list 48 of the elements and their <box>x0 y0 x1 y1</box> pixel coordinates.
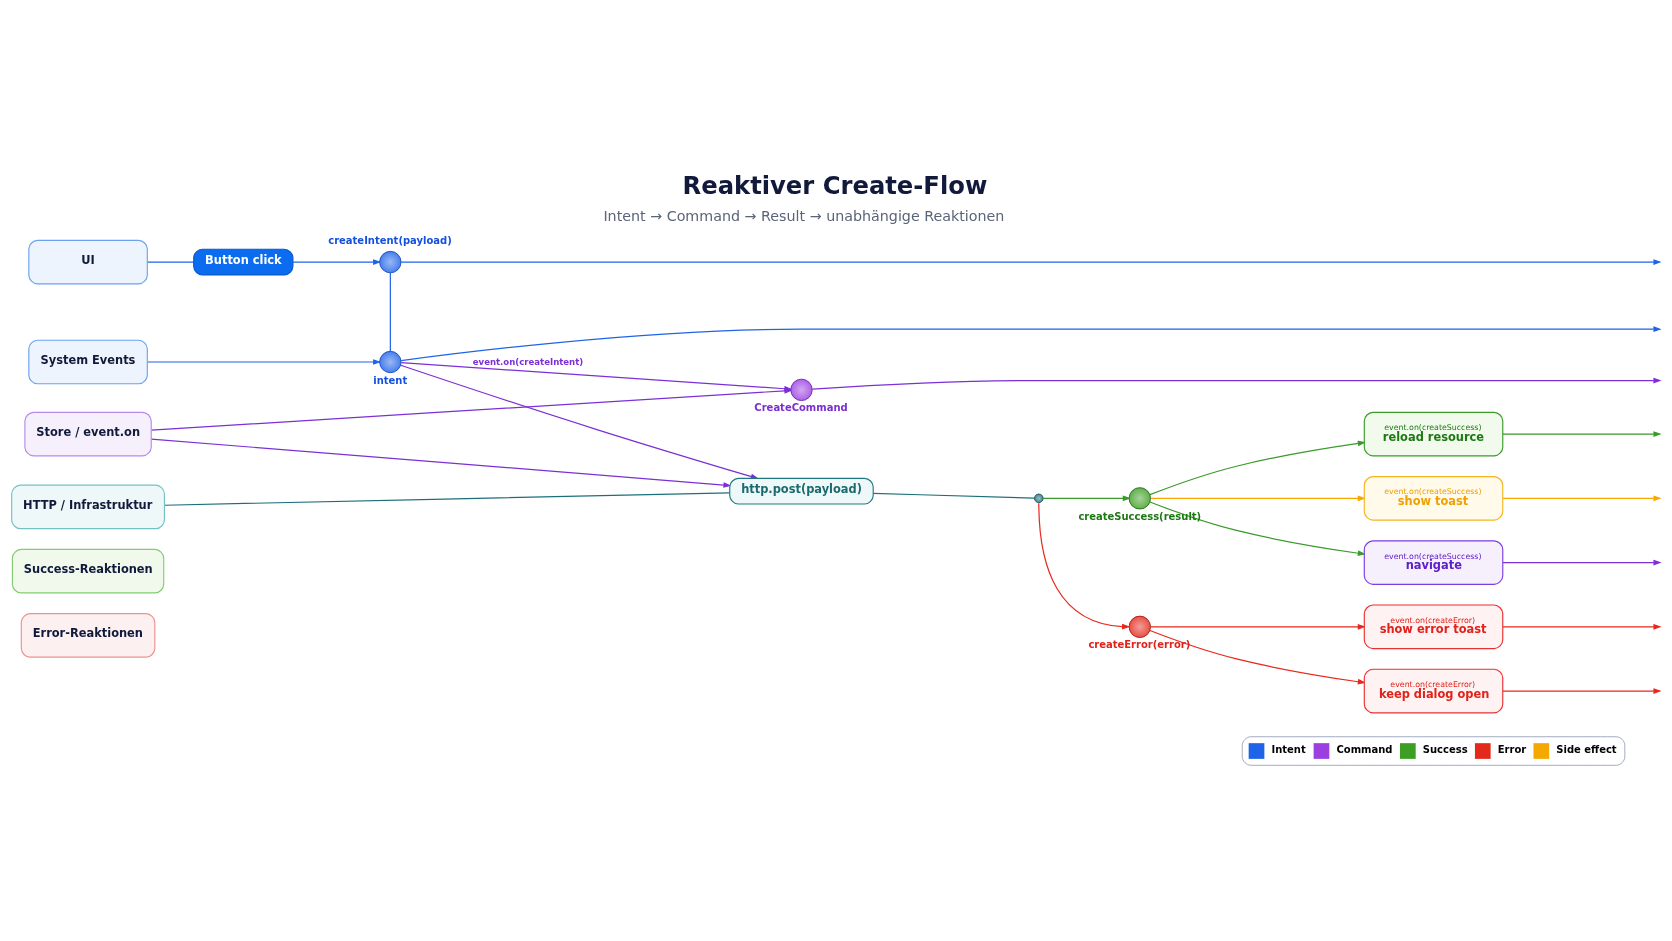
arrow <box>1502 623 1662 630</box>
node-label: intent <box>373 374 408 386</box>
node-box: Error-Reaktionen <box>20 613 156 658</box>
arrow <box>1149 629 1366 685</box>
legend-label: Error <box>1497 743 1527 755</box>
node-label: createError(error) <box>1088 639 1191 651</box>
arrow <box>1150 623 1366 630</box>
node-box: System Events <box>28 339 148 385</box>
label: Intent → Command → Result → unabhängige Reaktionen <box>603 208 1005 225</box>
node-box: UI <box>28 239 148 285</box>
diagram-title: Reaktiver Create-Flow <box>682 171 988 201</box>
legend-label: Intent <box>1271 743 1306 755</box>
connector <box>164 492 731 506</box>
connector <box>389 272 391 352</box>
node-box: Button click <box>193 248 294 276</box>
arrow <box>400 326 1662 362</box>
arrow <box>1502 559 1662 566</box>
connector <box>146 261 195 263</box>
arrow <box>292 259 382 265</box>
node-circle <box>1128 487 1151 510</box>
connector <box>872 492 1035 499</box>
node-circle <box>379 250 402 274</box>
arrow <box>146 359 382 365</box>
arrow <box>1502 495 1662 502</box>
arrow <box>1502 431 1662 437</box>
node-circle <box>379 350 402 374</box>
arrow <box>400 259 1662 265</box>
node-label: createIntent(payload) <box>328 235 452 247</box>
arrow <box>1042 495 1131 502</box>
node-circle <box>790 378 813 401</box>
node-box: HTTP / Infrastruktur <box>11 484 165 530</box>
arrow <box>1149 501 1366 557</box>
node-circle <box>1034 493 1044 504</box>
arrow <box>1150 495 1366 502</box>
arrow <box>1502 688 1662 694</box>
arrow <box>1149 440 1366 496</box>
node-circle <box>1128 615 1151 638</box>
arrow <box>811 377 1662 390</box>
edge-label: event.on(createIntent) <box>472 356 584 367</box>
arrow <box>150 438 732 488</box>
arrow <box>1038 502 1131 630</box>
node-box: Store / event.on <box>24 411 152 457</box>
node-label: CreateCommand <box>754 402 848 414</box>
legend-label: Side effect <box>1556 743 1617 755</box>
legend-label: Success <box>1422 743 1468 755</box>
legend-label: Command <box>1336 743 1393 755</box>
node-box: Success-Reaktionen <box>11 548 165 594</box>
node-box: http.post(payload) <box>729 477 874 505</box>
